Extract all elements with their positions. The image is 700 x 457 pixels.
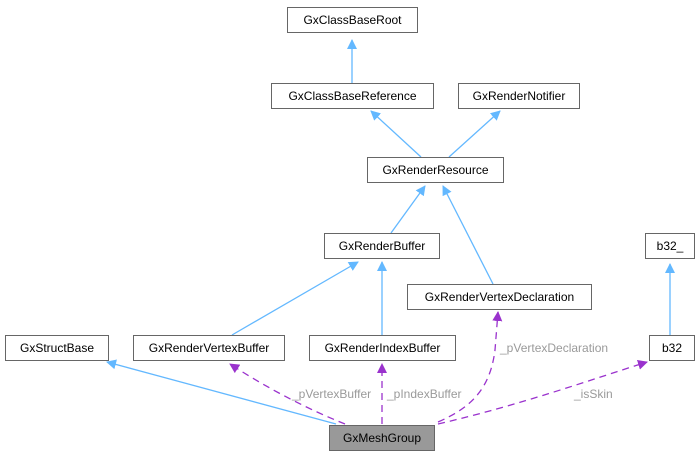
edge-resource-notifier (448, 110, 501, 158)
node-gxmeshgroup[interactable]: GxMeshGroup (329, 425, 435, 451)
edge-label-isskin: _isSkin (574, 387, 613, 401)
node-b32-underscore[interactable]: b32_ (645, 233, 695, 259)
node-b32[interactable]: b32 (649, 335, 695, 361)
edge-label-pvertexdeclaration: _pVertexDeclaration (500, 341, 609, 355)
node-gxrenderresource[interactable]: GxRenderResource (367, 157, 504, 183)
edge-buffer-resource (390, 185, 426, 234)
edge-mesh-vbuf (229, 363, 346, 425)
edge-label-pindexbuffer: _pIndexBuffer (387, 387, 462, 401)
node-gxrendervertexbuffer[interactable]: GxRenderVertexBuffer (133, 335, 285, 361)
edge-vdecl-resource (442, 185, 494, 285)
edge-mesh-struct (106, 359, 337, 425)
edge-mesh-b32 (437, 359, 648, 425)
node-gxrenderbuffer[interactable]: GxRenderBuffer (324, 233, 440, 259)
node-gxstructbase[interactable]: GxStructBase (5, 335, 109, 361)
node-gxclassbasereference[interactable]: GxClassBaseReference (271, 83, 434, 109)
node-gxrendernotifier[interactable]: GxRenderNotifier (458, 83, 580, 109)
node-gxrenderindexbuffer[interactable]: GxRenderIndexBuffer (309, 335, 456, 361)
node-gxrendervertexdeclaration[interactable]: GxRenderVertexDeclaration (407, 284, 592, 310)
edge-mesh-vdecl (437, 311, 503, 423)
node-gxclassbaseroot[interactable]: GxClassBaseRoot (287, 7, 418, 33)
edge-resource-ref (370, 110, 422, 158)
edge-vbuf-buffer (231, 261, 359, 336)
edge-label-pvertexbuffer: _pVertexBuffer (292, 387, 372, 401)
